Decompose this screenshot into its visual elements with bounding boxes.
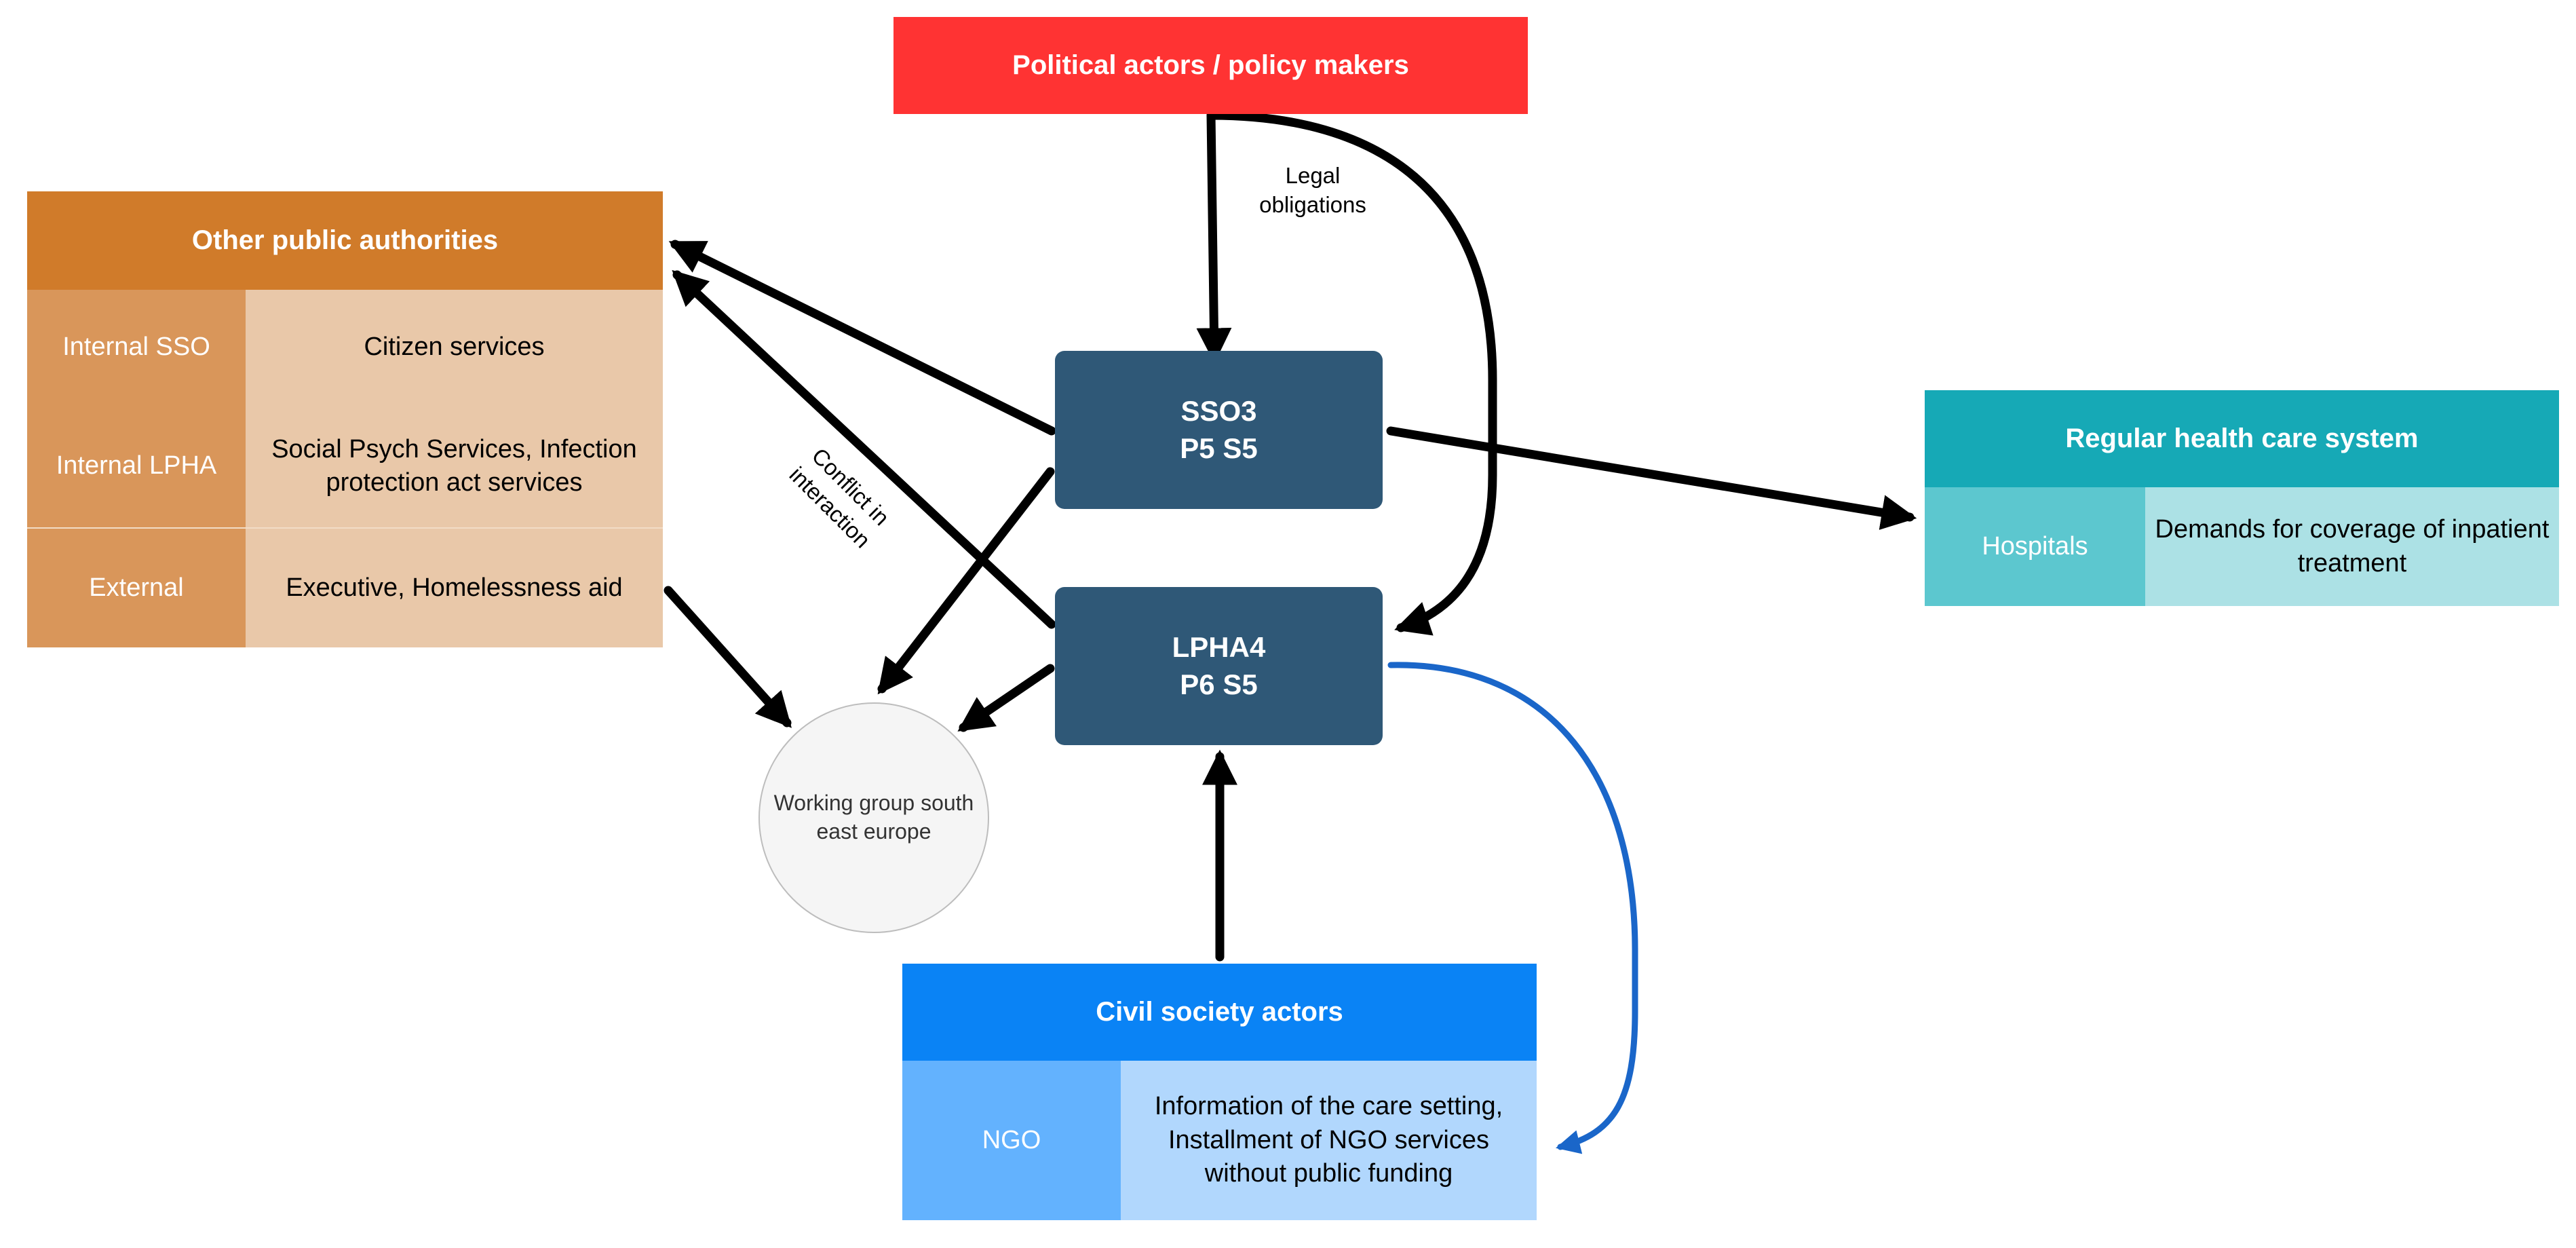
authorities-title: Other public authorities bbox=[191, 225, 499, 255]
authorities-row-content: Social Psych Services, Infection protect… bbox=[271, 434, 637, 497]
arrow-lpha-to-ngo bbox=[1387, 662, 1638, 1154]
sso3-node: SSO3 P5 S5 bbox=[1055, 351, 1383, 509]
civil-society-box: Civil society actors NGO Information of … bbox=[902, 964, 1537, 1220]
health-header: Regular health care system bbox=[1925, 390, 2559, 487]
arrow-authorities-to-working-group bbox=[664, 586, 792, 728]
health-title: Regular health care system bbox=[2065, 423, 2419, 453]
health-row-content: Demands for coverage of inpatient treatm… bbox=[2145, 487, 2559, 606]
arrow-sso-to-health bbox=[1386, 426, 1917, 530]
political-actors-title: Political actors / policy makers bbox=[1012, 50, 1409, 80]
lpha4-subtitle: P6 S5 bbox=[1180, 668, 1258, 700]
arrow-sso-to-authorities bbox=[668, 240, 1056, 436]
authorities-label-column bbox=[27, 290, 246, 647]
authorities-divider bbox=[27, 527, 663, 529]
lpha4-title: LPHA4 bbox=[1172, 630, 1266, 663]
health-row-label: Hospitals bbox=[1925, 487, 2145, 606]
civil-title: Civil society actors bbox=[1096, 997, 1343, 1027]
arrow-political-to-sso bbox=[1196, 111, 1232, 364]
authorities-row-content: Executive, Homelessness aid bbox=[286, 573, 623, 602]
other-public-authorities-box: Other public authorities Internal SSO Ci… bbox=[27, 191, 663, 647]
authorities-header: Other public authorities bbox=[27, 191, 663, 290]
arrow-lpha-to-working-group bbox=[957, 664, 1055, 732]
working-group-circle: Working group south east europe bbox=[758, 702, 989, 933]
political-actors-box: Political actors / policy makers bbox=[893, 17, 1528, 114]
arrow-lpha-to-authorities bbox=[672, 269, 1056, 629]
arrow-political-to-lpha bbox=[1206, 111, 1497, 636]
authorities-row-label: External bbox=[89, 573, 184, 602]
authorities-row-label: Internal SSO bbox=[62, 333, 210, 362]
authorities-content-column bbox=[246, 290, 663, 647]
authorities-row-label: Internal LPHA bbox=[56, 451, 217, 480]
sso3-subtitle: P5 S5 bbox=[1180, 432, 1258, 464]
authorities-row-content: Citizen services bbox=[364, 333, 545, 362]
civil-header: Civil society actors bbox=[902, 964, 1537, 1061]
arrow-sso-to-working-group bbox=[877, 467, 1055, 695]
regular-health-care-box: Regular health care system Hospitals Dem… bbox=[1925, 390, 2559, 606]
lpha4-node: LPHA4 P6 S5 bbox=[1055, 587, 1383, 745]
sso3-title: SSO3 bbox=[1180, 394, 1257, 427]
legal-obligations-label: Legal obligations bbox=[1259, 163, 1366, 217]
civil-row-label: NGO bbox=[902, 1061, 1121, 1220]
civil-row-content: Information of the care setting, Install… bbox=[1121, 1061, 1537, 1220]
working-group-label: Working group south east europe bbox=[773, 791, 974, 844]
